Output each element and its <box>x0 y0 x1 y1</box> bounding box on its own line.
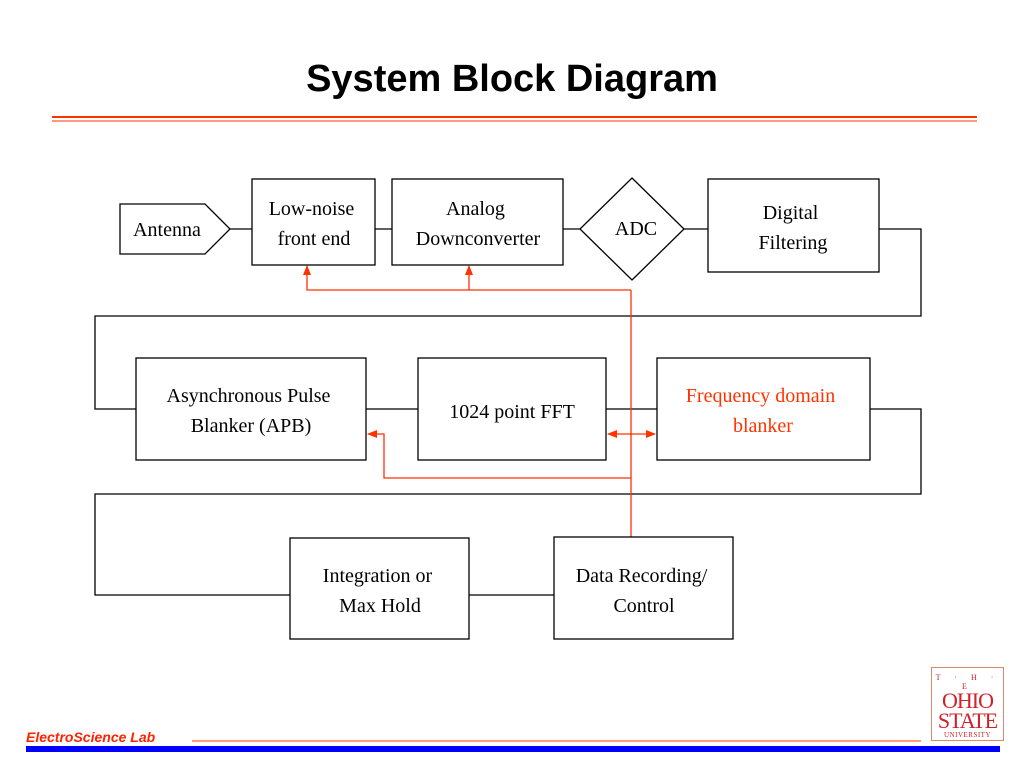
integration-block: Integration or Max Hold <box>289 537 470 640</box>
fft-block: 1024 point FFT <box>417 357 607 461</box>
control-lines <box>303 265 656 537</box>
footer-lab-name: ElectroScience Lab <box>26 729 156 745</box>
adc-block: ADC <box>579 177 685 281</box>
fft-label: 1024 point FFT <box>449 401 575 423</box>
antenna-block: Antenna <box>119 203 231 255</box>
data-recording-block: Data Recording/ Control <box>553 536 734 640</box>
logo-the-text: T · H · E <box>935 673 1000 691</box>
slide-title: System Block Diagram <box>306 58 718 100</box>
signal-flow-lines <box>94 228 922 596</box>
frequency-domain-blanker-label: Frequency domain blanker <box>686 385 840 437</box>
antenna-label: Antenna <box>133 219 201 241</box>
analog-downconverter-label: Analog Downconverter <box>416 198 541 250</box>
logo-university-text: UNIVERSITY <box>944 731 991 739</box>
footer-rule <box>26 740 1000 752</box>
logo-ohio-text: OHIO <box>942 688 994 713</box>
frequency-domain-blanker-block: Frequency domain blanker <box>656 357 871 461</box>
apb-label: Asynchronous Pulse Blanker (APB) <box>167 385 336 437</box>
digital-filtering-block: Digital Filtering <box>707 178 880 273</box>
data-recording-label: Data Recording/ Control <box>576 565 713 617</box>
low-noise-front-end-block: Low-noise front end <box>251 178 376 266</box>
adc-label: ADC <box>615 218 657 240</box>
apb-block: Asynchronous Pulse Blanker (APB) <box>135 357 367 461</box>
integration-label: Integration or Max Hold <box>323 565 437 617</box>
ohio-state-logo: T · H · E OHIO STATE UNIVERSITY <box>931 667 1004 741</box>
logo-state-text: STATE <box>937 708 998 733</box>
digital-filtering-label: Digital Filtering <box>759 202 828 254</box>
analog-downconverter-block: Analog Downconverter <box>391 178 564 266</box>
title-underline <box>52 116 977 122</box>
low-noise-front-end-label: Low-noise front end <box>269 198 360 250</box>
